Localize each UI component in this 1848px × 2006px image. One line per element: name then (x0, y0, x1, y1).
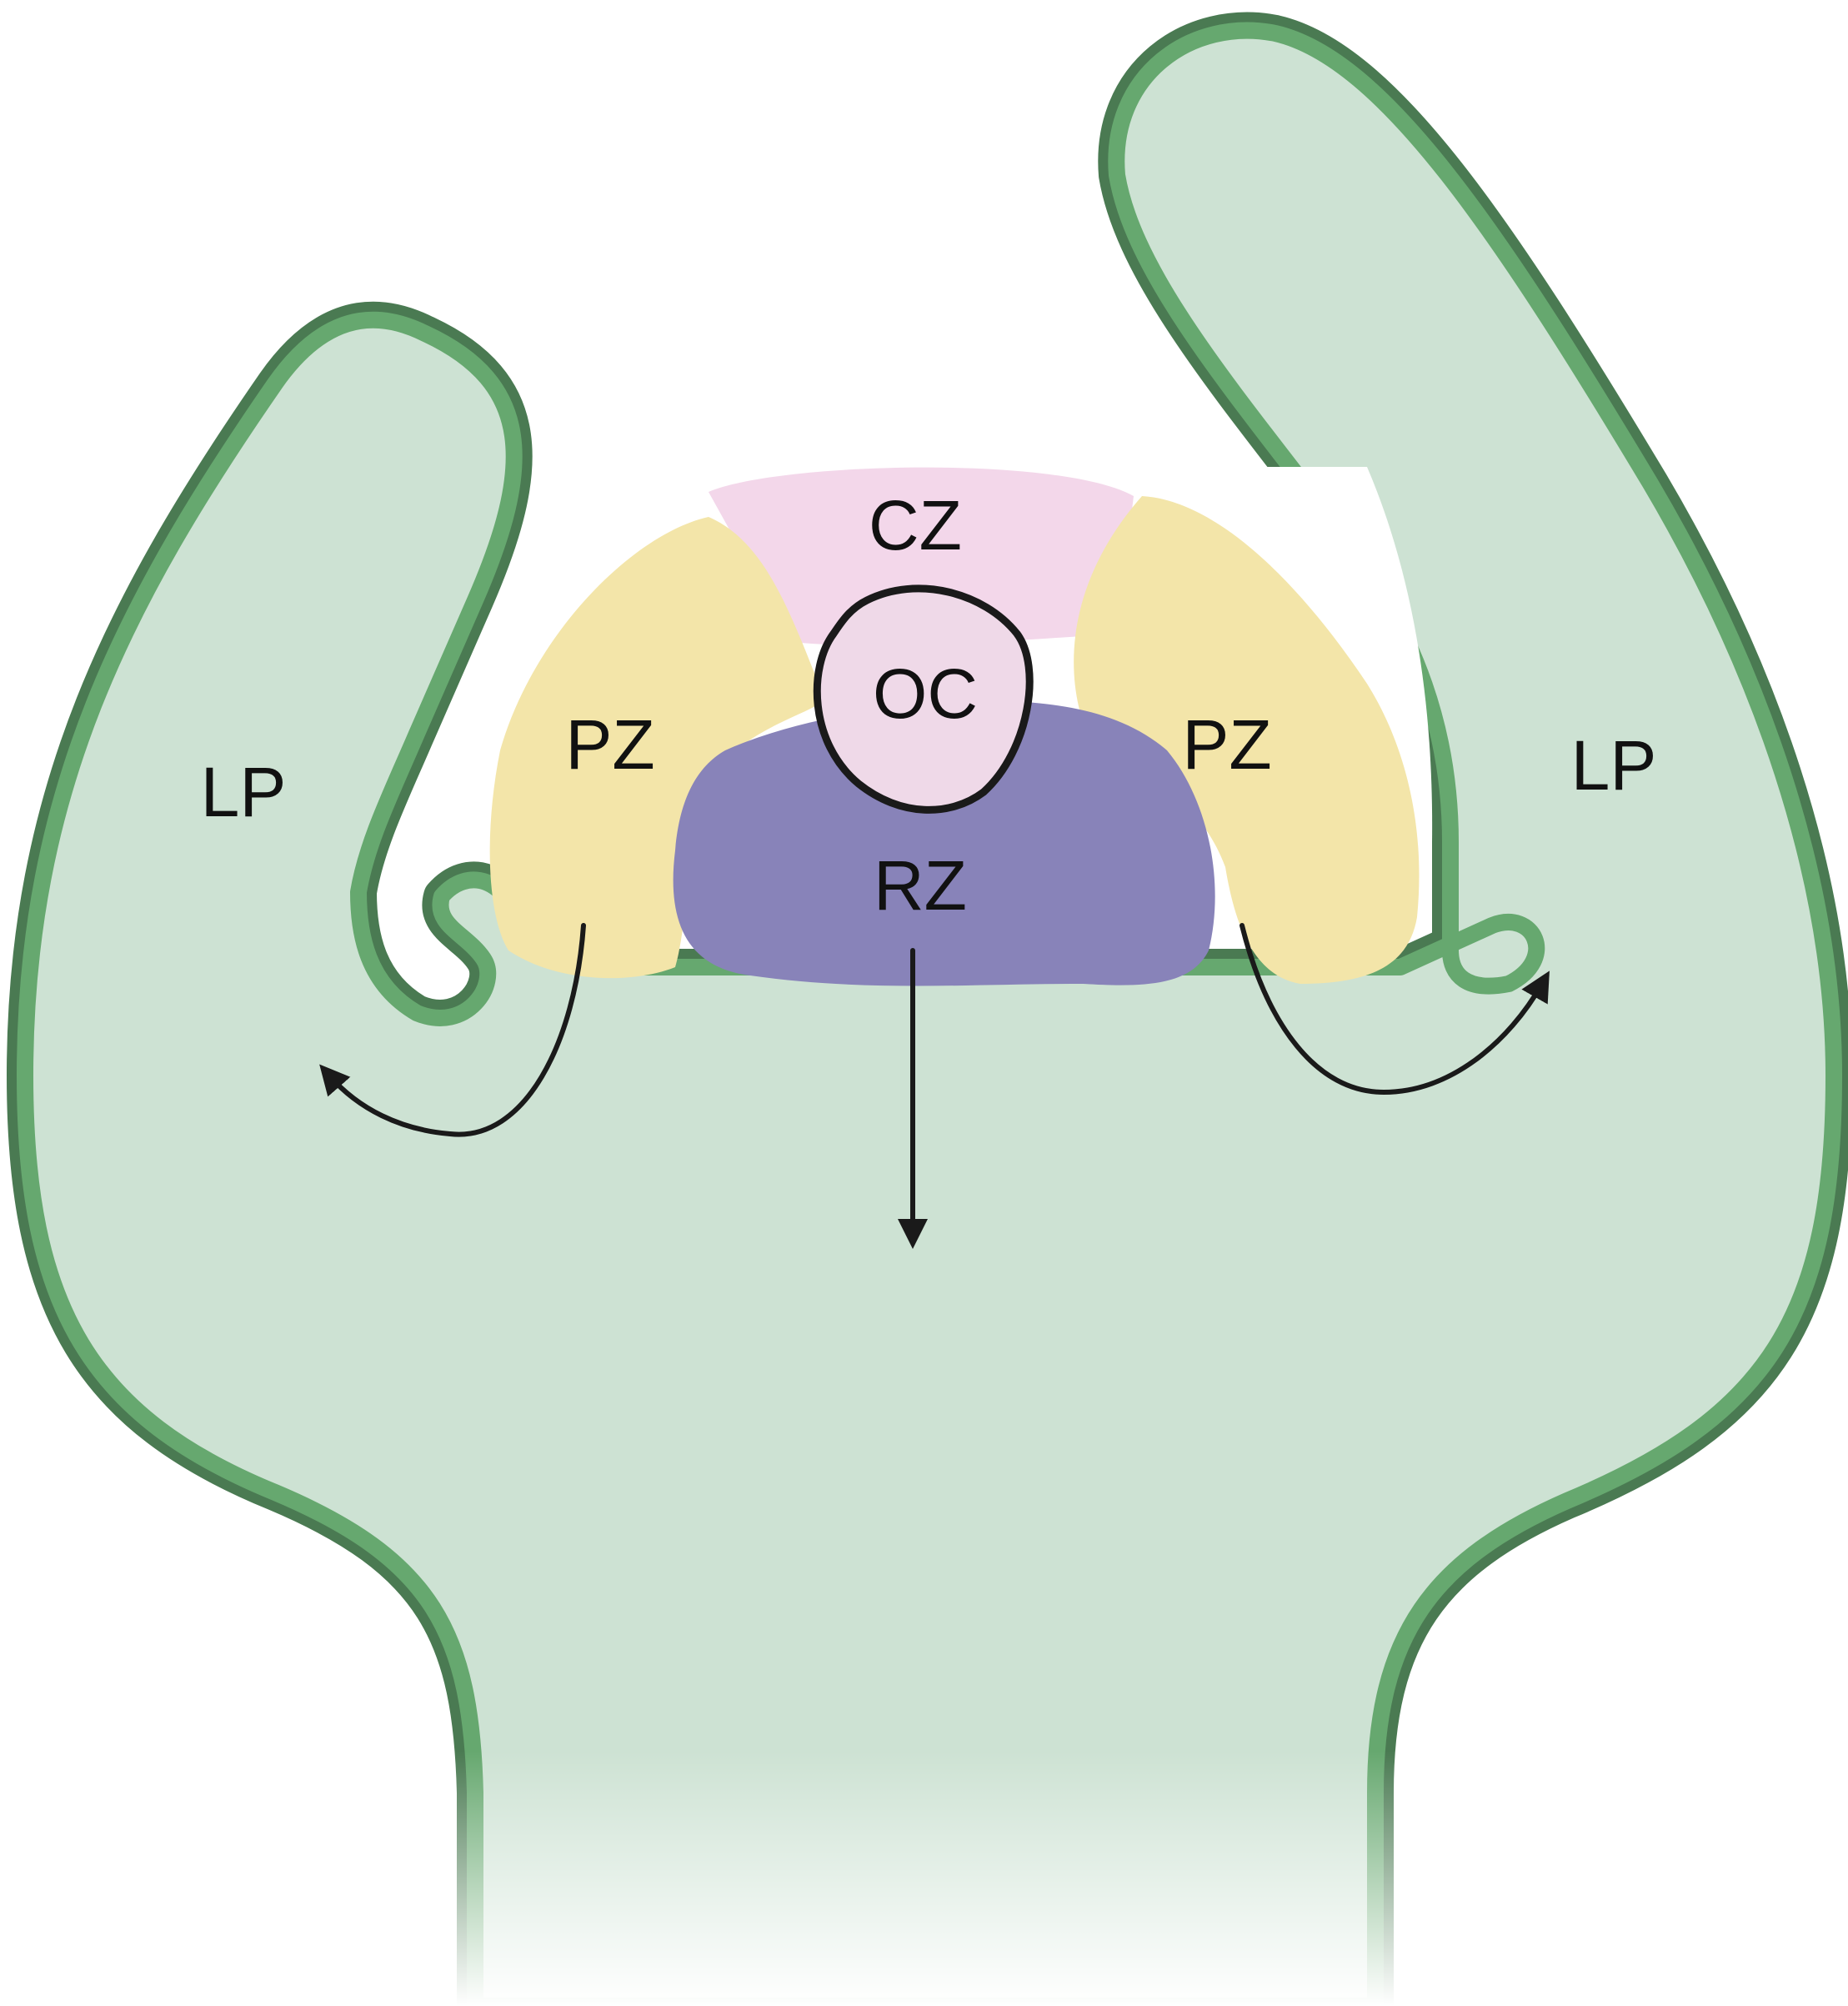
right-peripheral-zone (1074, 496, 1420, 984)
arrow-left (319, 923, 586, 1137)
label-cz: CZ (869, 486, 962, 564)
left-peripheral-zone (489, 517, 825, 979)
label-pz-right: PZ (1182, 705, 1271, 784)
label-oc: OC (873, 654, 978, 733)
rib-zone (673, 700, 1215, 986)
arrows (319, 923, 1550, 1249)
arrow-right (1240, 923, 1550, 1096)
label-lp-left: LP (201, 753, 287, 831)
central-zone (709, 467, 1134, 646)
label-rz: RZ (874, 846, 967, 925)
shoot-inner-layer (17, 22, 1842, 2006)
label-lp-right: LP (1571, 726, 1657, 805)
organizing-center (813, 584, 1034, 814)
label-pz-left: PZ (565, 705, 654, 784)
bottom-fade (0, 1751, 1848, 2006)
meristem (489, 467, 1420, 986)
